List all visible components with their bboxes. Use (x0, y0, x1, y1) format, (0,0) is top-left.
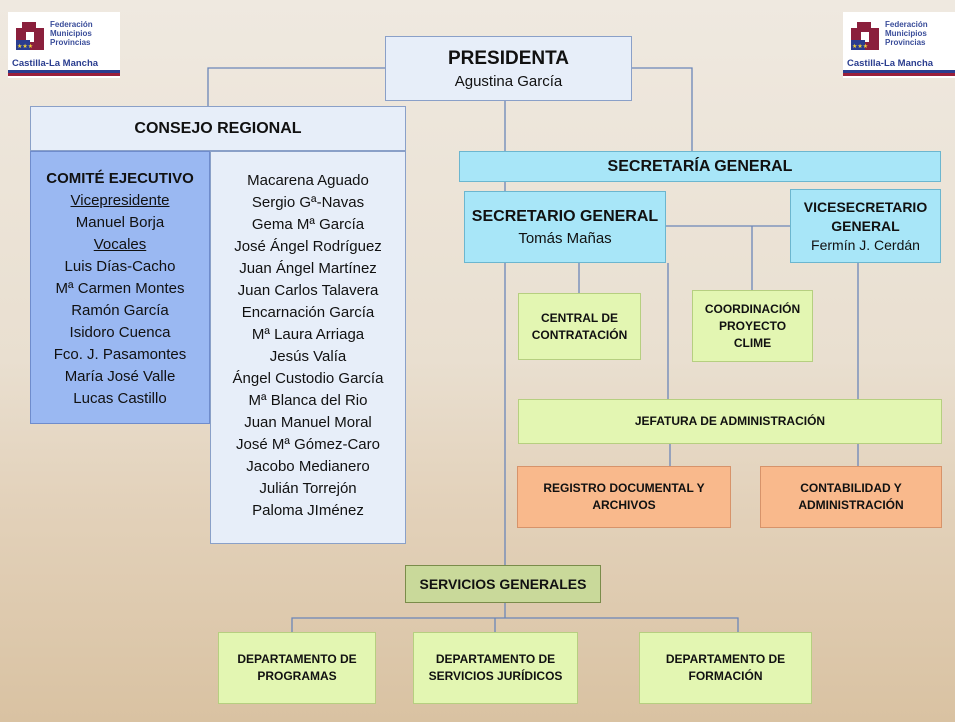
logo-bar-blue (843, 70, 955, 73)
logo-text: Federación Municipios Provincias (885, 20, 928, 47)
comite-ejecutivo-title: COMITÉ EJECUTIVO (46, 170, 194, 187)
vocal-name: Fco. J. Pasamontes (53, 346, 187, 363)
contabilidad-line-2: ADMINISTRACIÓN (798, 498, 904, 512)
miembro-name: Mª Laura Arriaga (251, 326, 365, 343)
contabilidad-box: CONTABILIDAD Y ADMINISTRACIÓN (760, 466, 942, 528)
miembro-name: Juan Carlos Talavera (237, 282, 379, 299)
vicesecretario-box: VICESECRETARIO GENERAL Fermín J. Cerdán (790, 189, 941, 263)
secretario-general-title: SECRETARIO GENERAL (471, 207, 659, 225)
logo-line-1: Federación (50, 20, 93, 29)
vicesecretario-title-line-1: VICESECRETARIO (803, 198, 928, 215)
presidenta-name: Agustina García (454, 72, 563, 90)
coordinacion-clime-box: COORDINACIÓN PROYECTO CLIME (692, 290, 813, 362)
logo-bar-red (8, 73, 120, 76)
secretaria-general-title: SECRETARÍA GENERAL (607, 157, 793, 175)
vocales-label: Vocales (93, 236, 147, 253)
logo-text: Federación Municipios Provincias (50, 20, 93, 47)
logo-line-3: Provincias (885, 38, 926, 47)
logo-bar-blue (8, 70, 120, 73)
departamento-line-2: SERVICIOS JURÍDICOS (428, 669, 563, 683)
coordinacion-line-3: CLIME (733, 335, 772, 350)
secretario-general-name: Tomás Mañas (518, 229, 612, 247)
vicepresidente-label: Vicepresidente (70, 192, 170, 209)
vocal-name: Lucas Castillo (73, 390, 167, 407)
miembro-name: Julián Torrejón (259, 480, 357, 497)
secretario-general-box: SECRETARIO GENERAL Tomás Mañas (464, 191, 666, 263)
contabilidad-line-1: CONTABILIDAD Y (800, 481, 902, 495)
miembro-name: Paloma JIménez (252, 502, 364, 519)
vocal-name: María José Valle (64, 368, 176, 385)
departamento-juridicos-box: DEPARTAMENTO DE SERVICIOS JURÍDICOS (413, 632, 578, 704)
logo-line-1: Federación (885, 20, 928, 29)
consejo-regional-title: CONSEJO REGIONAL (134, 119, 302, 137)
logo-region: Castilla-La Mancha (12, 58, 99, 69)
departamento-line-2: PROGRAMAS (257, 669, 337, 683)
castle-emblem-icon: ★★★ (16, 22, 44, 50)
miembro-name: Sergio Gª-Navas (251, 194, 365, 211)
miembro-name: Encarnación García (241, 304, 375, 321)
miembro-name: Ángel Custodio García (232, 370, 384, 387)
secretaria-general-box: SECRETARÍA GENERAL (459, 151, 941, 182)
logo-bar-red (843, 73, 955, 76)
registro-line-1: REGISTRO DOCUMENTAL Y (543, 481, 705, 495)
vicesecretario-name: Fermín J. Cerdán (811, 236, 920, 253)
castle-emblem-icon: ★★★ (851, 22, 879, 50)
central-contratacion-line-1: CENTRAL DE (540, 310, 619, 325)
coordinacion-line-1: COORDINACIÓN (704, 301, 801, 316)
vicepresidente-name: Manuel Borja (75, 214, 165, 231)
logo-left: ★★★ Federación Municipios Provincias Cas… (8, 12, 120, 78)
vocal-name: Luis Días-Cacho (64, 258, 176, 275)
miembro-name: Mª Blanca del Rio (248, 392, 368, 409)
consejo-miembros-box: Macarena Aguado Sergio Gª-Navas Gema Mª … (210, 151, 406, 544)
coordinacion-line-2: PROYECTO (718, 318, 787, 333)
jefatura-administracion-box: JEFATURA DE ADMINISTRACIÓN (518, 399, 942, 444)
registro-line-2: ARCHIVOS (592, 498, 656, 512)
logo-right: ★★★ Federación Municipios Provincias Cas… (843, 12, 955, 78)
logo-line-2: Municipios (885, 29, 927, 38)
miembro-name: Jacobo Medianero (246, 458, 370, 475)
departamento-formacion-box: DEPARTAMENTO DE FORMACIÓN (639, 632, 812, 704)
departamento-line-1: DEPARTAMENTO DE (237, 652, 357, 666)
servicios-generales-title: SERVICIOS GENERALES (419, 576, 587, 592)
miembro-name: Macarena Aguado (247, 172, 369, 189)
departamento-line-1: DEPARTAMENTO DE (665, 652, 786, 666)
miembro-name: Gema Mª García (251, 216, 365, 233)
svg-text:★★★: ★★★ (17, 43, 33, 50)
miembro-name: Jesús Valía (269, 348, 347, 365)
miembro-name: Juan Manuel Moral (244, 414, 372, 431)
comite-ejecutivo-box: COMITÉ EJECUTIVO Vicepresidente Manuel B… (30, 151, 210, 424)
servicios-generales-box: SERVICIOS GENERALES (405, 565, 601, 603)
svg-text:★★★: ★★★ (852, 43, 868, 50)
miembro-name: Juan Ángel Martínez (239, 260, 377, 277)
logo-line-3: Provincias (50, 38, 91, 47)
miembro-name: José Ángel Rodríguez (234, 238, 382, 255)
vocal-name: Isidoro Cuenca (69, 324, 171, 341)
logo-region: Castilla-La Mancha (847, 58, 934, 69)
presidenta-box: PRESIDENTA Agustina García (385, 36, 632, 101)
logo-line-2: Municipios (50, 29, 92, 38)
registro-documental-box: REGISTRO DOCUMENTAL Y ARCHIVOS (517, 466, 731, 528)
consejo-regional-box: CONSEJO REGIONAL (30, 106, 406, 151)
vocal-name: Mª Carmen Montes (55, 280, 185, 297)
central-contratacion-box: CENTRAL DE CONTRATACIÓN (518, 293, 641, 360)
presidenta-title: PRESIDENTA (447, 47, 570, 69)
departamento-programas-box: DEPARTAMENTO DE PROGRAMAS (218, 632, 376, 704)
miembro-name: José Mª Gómez-Caro (236, 436, 380, 453)
jefatura-administracion-title: JEFATURA DE ADMINISTRACIÓN (634, 414, 826, 428)
vicesecretario-title-line-2: GENERAL (831, 217, 900, 234)
departamento-line-1: DEPARTAMENTO DE (435, 652, 556, 666)
departamento-line-2: FORMACIÓN (688, 669, 763, 683)
central-contratacion-line-2: CONTRATACIÓN (531, 327, 628, 342)
vocal-name: Ramón García (71, 302, 169, 319)
